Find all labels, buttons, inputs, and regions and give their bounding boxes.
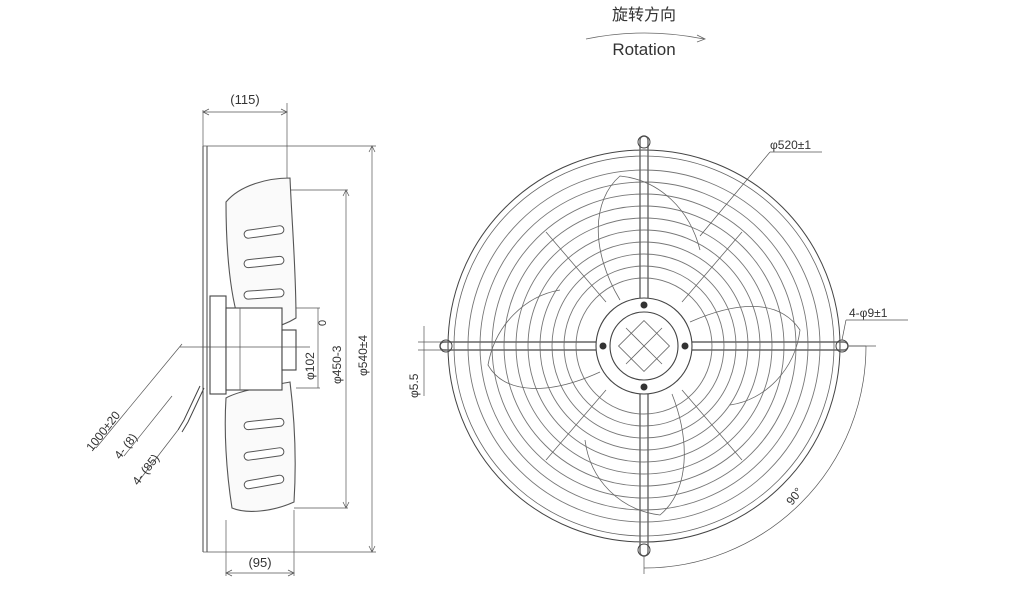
blade-slot-3 bbox=[243, 288, 285, 300]
guard-wire bbox=[551, 253, 737, 439]
dim-label-phi450: φ450-3 bbox=[330, 345, 344, 384]
blade-slot-5 bbox=[243, 447, 285, 461]
hub-bolt-bottom bbox=[640, 383, 648, 391]
blade-slot-4 bbox=[243, 417, 285, 431]
hub-cross bbox=[625, 327, 663, 365]
guard-wire bbox=[491, 193, 797, 499]
diagonal-strut bbox=[681, 231, 743, 303]
diagonal-strut bbox=[681, 389, 743, 461]
diagonal-strut bbox=[545, 389, 607, 461]
cable-sleeve bbox=[181, 387, 205, 433]
mount-hole-left bbox=[439, 339, 453, 353]
rotation-label-en: Rotation bbox=[612, 40, 675, 59]
dim-line-4-8 bbox=[123, 395, 173, 457]
hub-bolt-left bbox=[599, 342, 607, 350]
mount-hole-top bbox=[637, 135, 651, 149]
lower-blade bbox=[224, 381, 296, 512]
front-blade-4 bbox=[487, 289, 601, 389]
dim-arrows-95 bbox=[225, 569, 295, 577]
guard-outer-ring bbox=[447, 149, 841, 543]
rotation-label-cn: 旋转方向 bbox=[612, 5, 676, 24]
guard-wire bbox=[503, 205, 785, 487]
front-blade-1 bbox=[597, 175, 701, 301]
motor-body bbox=[225, 307, 283, 391]
dim-arrows-phi450 bbox=[342, 189, 350, 509]
dim-label-4phi9: 4-φ9±1 bbox=[849, 306, 888, 320]
diagonal-strut bbox=[545, 231, 607, 303]
guard-wire bbox=[515, 217, 773, 475]
guard-wire bbox=[563, 265, 725, 427]
side-view: (115) φ102 φ450-3 0 bbox=[83, 92, 376, 577]
dim-line-4-85 bbox=[137, 429, 179, 483]
guard-wire bbox=[539, 241, 749, 451]
dim-arrows-115 bbox=[202, 108, 288, 116]
motor-flange bbox=[209, 295, 227, 395]
hub-bolt-right bbox=[681, 342, 689, 350]
front-view: φ520±1 4-φ9±1 φ5.5 90° bbox=[407, 135, 908, 574]
dim-arc-90 bbox=[643, 345, 867, 569]
guard-wire bbox=[527, 229, 761, 463]
rotation-indicator: 旋转方向 Rotation bbox=[585, 5, 706, 59]
blade-slot-2 bbox=[243, 255, 285, 269]
front-blades bbox=[487, 175, 801, 516]
dim-leader-4phi9 bbox=[841, 319, 847, 341]
guard-wire bbox=[575, 277, 713, 415]
dim-label-phi102: φ102 bbox=[303, 352, 317, 380]
dim-line-cable bbox=[95, 343, 183, 449]
front-blade-3 bbox=[584, 393, 685, 516]
guard-outer-ring-inner bbox=[453, 155, 835, 537]
front-blade-2 bbox=[689, 306, 801, 406]
dim-label-95: (95) bbox=[248, 555, 271, 570]
dim-label-4-8: 4- (8) bbox=[111, 431, 140, 462]
blade-slot-1 bbox=[243, 225, 285, 239]
dim-label-phi55: φ5.5 bbox=[407, 373, 421, 398]
dim-label-phi450-tol: 0 bbox=[317, 320, 329, 326]
dim-arrows-phi540 bbox=[368, 145, 376, 553]
dim-label-4-85: 4- (85) bbox=[129, 451, 162, 487]
dim-label-phi520: φ520±1 bbox=[770, 138, 811, 152]
rotation-arrowhead bbox=[696, 34, 706, 43]
guard-wire bbox=[467, 169, 821, 523]
rotation-arrow bbox=[585, 32, 705, 40]
dim-label-115: (115) bbox=[230, 92, 259, 107]
hub-bolt-top bbox=[640, 301, 648, 309]
dim-leader-phi520 bbox=[699, 151, 771, 237]
hub-nose bbox=[281, 329, 297, 371]
dim-label-phi540: φ540±4 bbox=[356, 335, 370, 376]
blade-slot-6 bbox=[243, 474, 285, 490]
dim-label-90: 90° bbox=[783, 485, 805, 508]
cable bbox=[177, 385, 201, 431]
